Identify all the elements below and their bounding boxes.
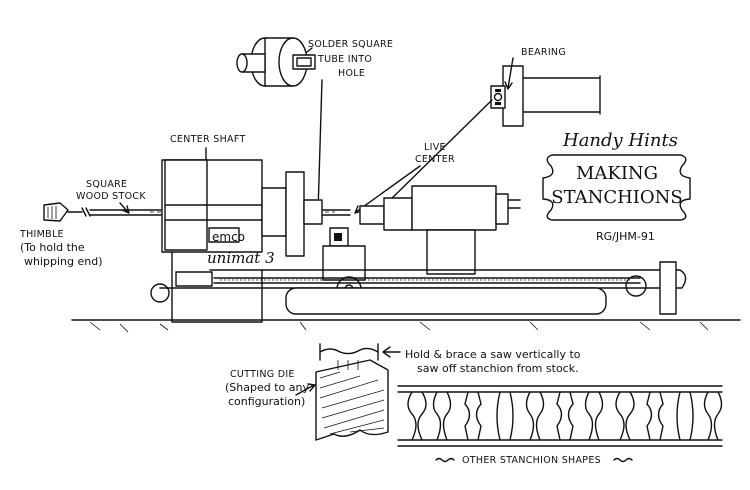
bearing-detail bbox=[490, 57, 601, 127]
cutting-die-label-line3: configuration) bbox=[228, 395, 305, 408]
title-making: MAKING bbox=[576, 163, 658, 184]
solder-label-line3: HOLE bbox=[338, 68, 365, 79]
brand-label: emco bbox=[212, 230, 245, 244]
stanchion-row bbox=[397, 385, 723, 447]
other-shapes-label: OTHER STANCHION SHAPES bbox=[462, 455, 601, 466]
solder-tube-detail bbox=[236, 37, 316, 87]
title-stanchions: STANCHIONS bbox=[551, 187, 683, 208]
lathe bbox=[71, 159, 741, 333]
cutting-die bbox=[315, 343, 389, 441]
cutting-die-leader bbox=[295, 383, 316, 396]
solder-label-line1: SOLDER SQUARE bbox=[308, 39, 393, 50]
thimble bbox=[43, 202, 91, 222]
saw-arrow bbox=[382, 346, 401, 358]
solder-label-line2: TUBE INTO bbox=[317, 54, 372, 65]
saw-instruction-line2: saw off stanchion from stock. bbox=[417, 362, 579, 375]
square-stock-label-line2: WOOD STOCK bbox=[76, 191, 146, 202]
title-plaque bbox=[542, 154, 691, 221]
saw-instruction-line1: Hold & brace a saw vertically to bbox=[405, 348, 581, 361]
cutting-die-label-line2: (Shaped to any bbox=[225, 381, 309, 394]
live-center-label-line2: CENTER bbox=[415, 154, 455, 165]
cutting-die-label-line1: CUTTING DIE bbox=[230, 369, 295, 380]
thimble-label-line1: THIMBLE bbox=[19, 229, 64, 240]
other-shapes-wave-right bbox=[613, 457, 633, 463]
other-shapes-wave-left bbox=[435, 457, 455, 463]
solder-leader-line bbox=[313, 79, 323, 214]
bearing-label: BEARING bbox=[521, 47, 566, 58]
thimble-label-line3: whipping end) bbox=[24, 255, 103, 268]
square-stock-label-line1: SQUARE bbox=[86, 179, 127, 190]
handy-hints-title: Handy Hints bbox=[562, 130, 678, 151]
live-center-label-line1: LIVE bbox=[424, 142, 446, 153]
thimble-label-line2: (To hold the bbox=[20, 241, 85, 254]
credit-text: RG/JHM-91 bbox=[596, 230, 655, 243]
center-shaft-label: CENTER SHAFT bbox=[170, 134, 246, 145]
square-stock-leader bbox=[119, 202, 130, 214]
model-label: unimat 3 bbox=[207, 249, 275, 267]
